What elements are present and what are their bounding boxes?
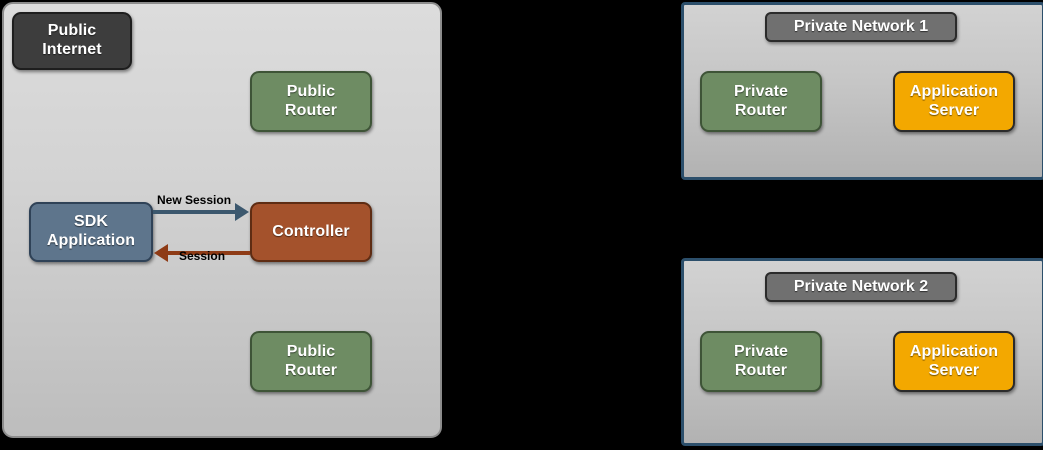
private-network-1-title: Private Network 1 <box>765 12 957 42</box>
arrow-new-session-label: New Session <box>157 193 232 207</box>
node-public-internet[interactable]: Public Internet <box>12 12 132 70</box>
node-application-server-2[interactable]: Application Server <box>893 331 1015 392</box>
arrow-session-line <box>168 251 250 255</box>
node-application-server-1[interactable]: Application Server <box>893 71 1015 132</box>
node-public-router-bottom-line2: Router <box>284 361 338 379</box>
node-controller-line1: Controller <box>272 222 350 240</box>
node-controller[interactable]: Controller <box>250 202 372 262</box>
node-public-router-top-line1: Public <box>286 82 336 100</box>
node-private-router-2[interactable]: Private Router <box>700 331 822 392</box>
node-application-server-1-line1: Application <box>909 82 999 100</box>
arrow-session-head-icon <box>154 244 168 262</box>
private-network-2-title: Private Network 2 <box>765 272 957 302</box>
node-public-router-top-line2: Router <box>284 101 338 119</box>
node-sdk-application-line1: SDK <box>73 213 109 231</box>
node-private-router-2-line1: Private <box>733 342 789 360</box>
node-private-router-1-line1: Private <box>733 82 789 100</box>
node-application-server-1-line2: Server <box>928 101 980 119</box>
node-private-router-1-line2: Router <box>734 101 788 119</box>
node-application-server-2-line1: Application <box>909 342 999 360</box>
node-private-router-1[interactable]: Private Router <box>700 71 822 132</box>
node-public-router-bottom[interactable]: Public Router <box>250 331 372 392</box>
node-public-router-top[interactable]: Public Router <box>250 71 372 132</box>
node-public-router-bottom-line1: Public <box>286 342 336 360</box>
arrow-session-label: Session <box>179 249 226 263</box>
node-sdk-application-line2: Application <box>46 232 136 249</box>
node-sdk-application[interactable]: SDK Application <box>29 202 153 262</box>
arrow-new-session-line <box>153 210 235 214</box>
node-public-internet-line2: Internet <box>42 41 102 58</box>
node-application-server-2-line2: Server <box>928 361 980 379</box>
node-private-router-2-line2: Router <box>734 361 788 379</box>
arrow-new-session-head-icon <box>235 203 249 221</box>
node-public-internet-line1: Public <box>47 22 97 40</box>
